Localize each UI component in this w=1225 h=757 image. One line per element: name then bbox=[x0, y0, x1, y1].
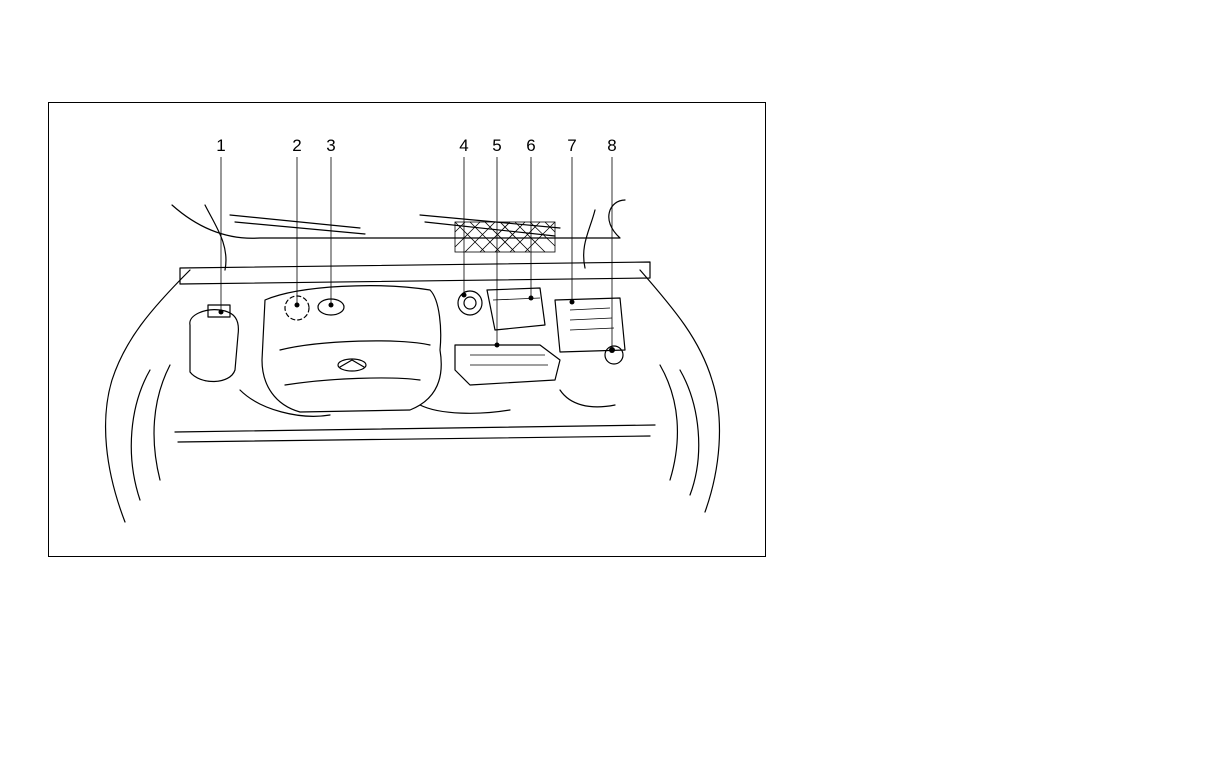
callout-label-5: 5 bbox=[492, 137, 501, 154]
radiator-support bbox=[175, 425, 655, 432]
callout-label-6: 6 bbox=[526, 137, 535, 154]
coolant-reservoir bbox=[190, 310, 239, 382]
hood-edge bbox=[172, 200, 625, 238]
callout-label-7: 7 bbox=[567, 137, 576, 154]
fuse-block-box bbox=[487, 288, 545, 330]
callout-label-3: 3 bbox=[326, 137, 335, 154]
callout-label-8: 8 bbox=[607, 137, 616, 154]
callout-leader-lines bbox=[221, 157, 612, 350]
right-fender bbox=[640, 270, 719, 512]
strut-tower-bar bbox=[180, 262, 650, 284]
callout-label-4: 4 bbox=[459, 137, 468, 154]
infiniti-logo bbox=[338, 359, 366, 371]
callout-label-2: 2 bbox=[292, 137, 301, 154]
battery bbox=[555, 298, 625, 352]
engine-cover bbox=[262, 286, 441, 412]
callout-label-1: 1 bbox=[216, 137, 225, 154]
left-fender bbox=[106, 270, 190, 522]
